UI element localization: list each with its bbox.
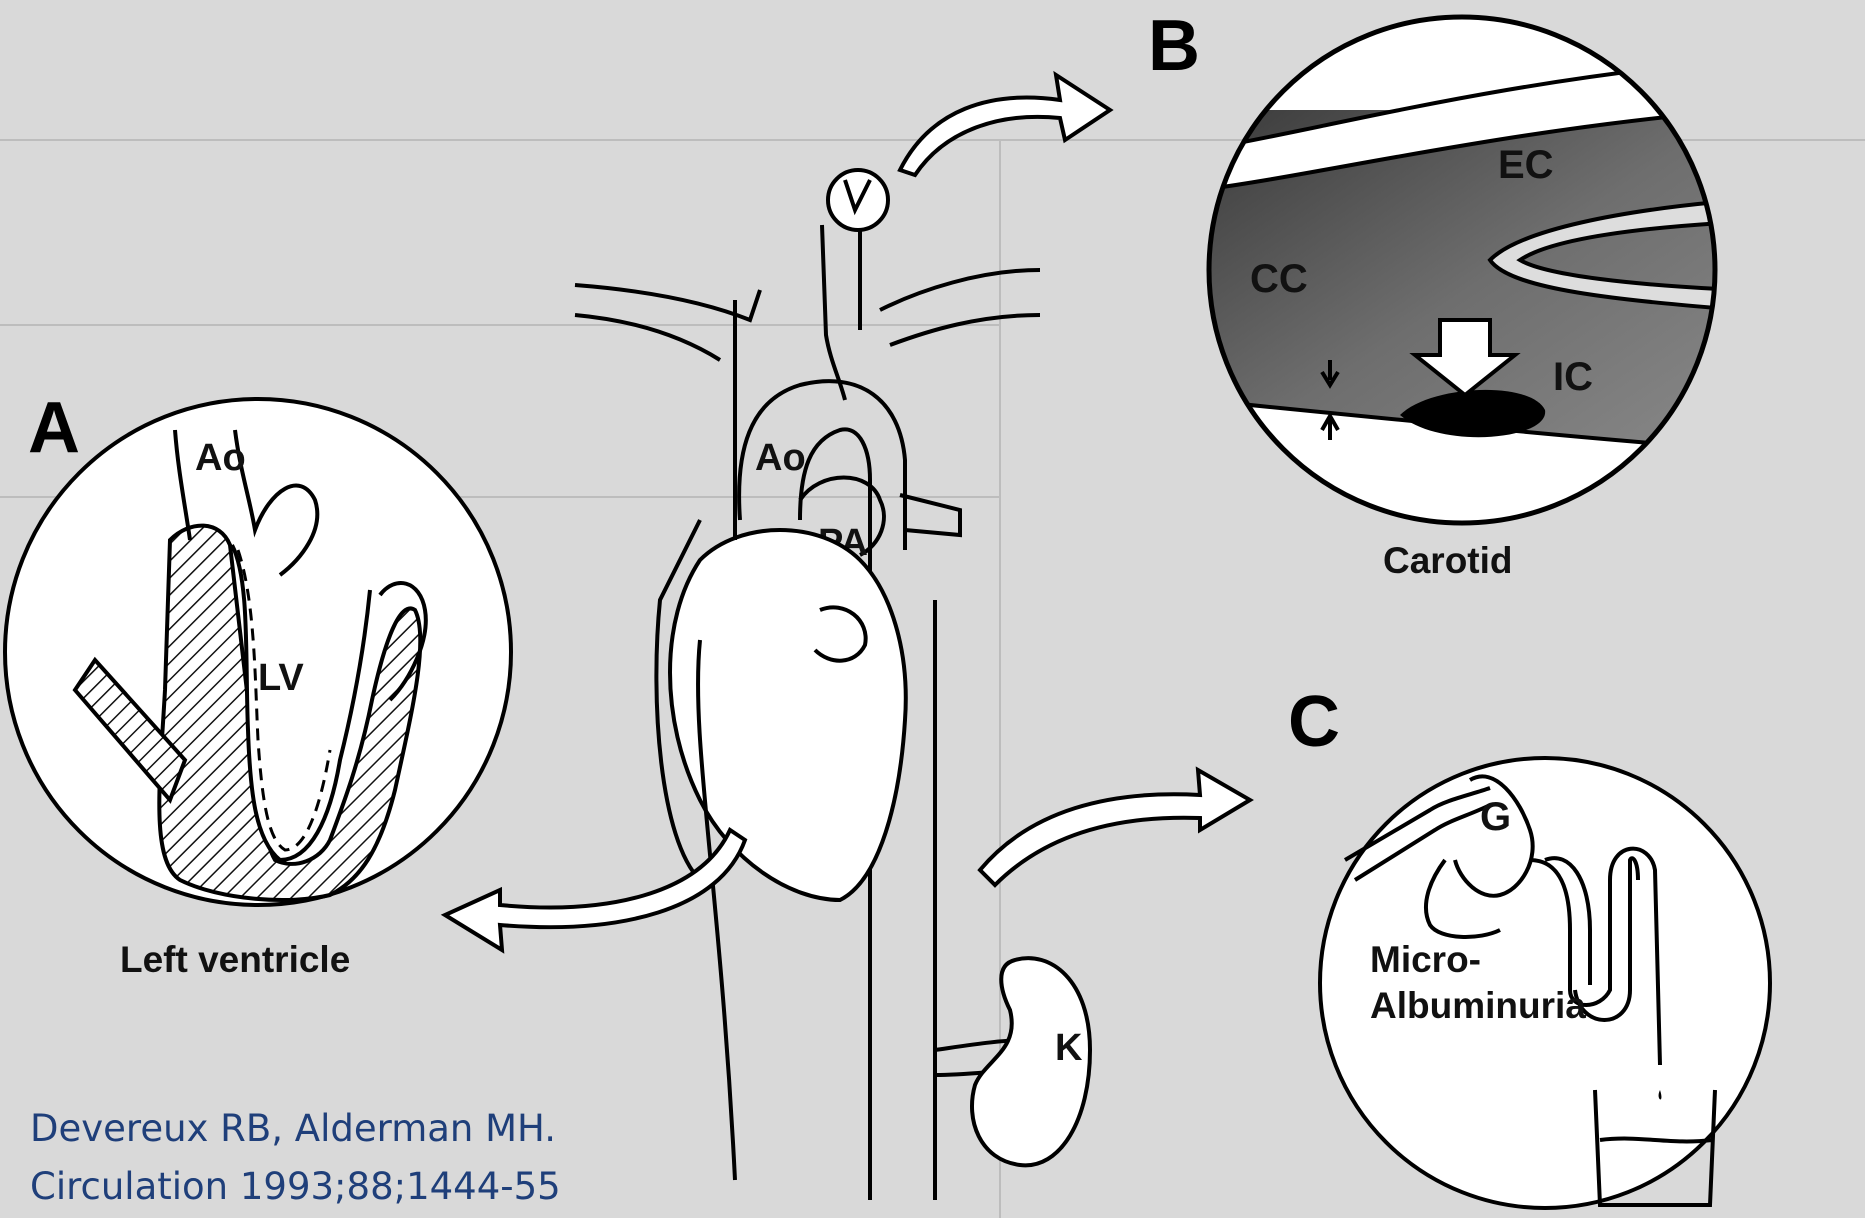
carotid-vessel bbox=[822, 225, 860, 400]
citation-source: Circulation 1993;88;1444-55 bbox=[30, 1158, 561, 1216]
panel-b-caption: Carotid bbox=[1383, 540, 1513, 581]
arrow-to-panel-c bbox=[980, 770, 1250, 885]
panel-c-microalbuminuria: G Micro- Albuminuria bbox=[1320, 758, 1770, 1208]
panel-c-letter: C bbox=[1288, 682, 1340, 762]
subclavian-right bbox=[880, 270, 1040, 345]
heart-label-k: K bbox=[1055, 1027, 1083, 1069]
citation: Devereux RB, Alderman MH. Circulation 19… bbox=[30, 1100, 561, 1216]
heart-label-ao: Ao bbox=[755, 437, 806, 479]
panel-a-label-lv: LV bbox=[258, 657, 304, 699]
panel-a-caption: Left ventricle bbox=[120, 939, 350, 980]
heart-body bbox=[670, 530, 906, 900]
panel-b-carotid: EC CC IC bbox=[1200, 17, 1740, 530]
panel-a-letter: A bbox=[28, 388, 80, 468]
subclavian-left bbox=[575, 285, 760, 360]
panel-b-letter: B bbox=[1148, 6, 1200, 86]
panel-c-caption-line1: Micro- bbox=[1370, 939, 1481, 980]
panel-b-label-ec: EC bbox=[1498, 143, 1554, 187]
panel-b-label-cc: CC bbox=[1250, 257, 1308, 301]
panel-b-label-ic: IC bbox=[1553, 355, 1593, 399]
panel-a-label-ao: Ao bbox=[195, 437, 246, 479]
citation-authors: Devereux RB, Alderman MH. bbox=[30, 1100, 561, 1158]
arrow-to-panel-a bbox=[445, 830, 745, 950]
panel-a-left-ventricle: Ao LV bbox=[5, 399, 511, 905]
panel-c-caption-line2: Albuminuria bbox=[1370, 985, 1586, 1026]
arrow-to-panel-b bbox=[900, 75, 1110, 175]
panel-c-label-g: G bbox=[1480, 795, 1511, 839]
